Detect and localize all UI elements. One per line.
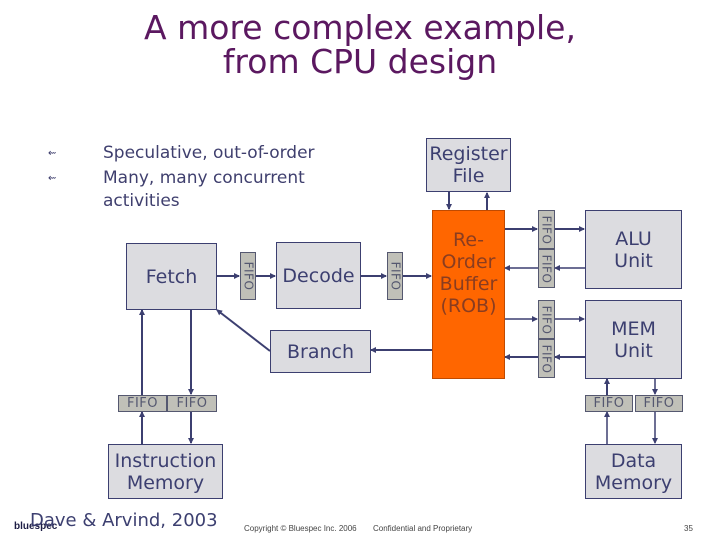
fifo-label: FIFO [241, 261, 256, 291]
copyright-notice: Copyright © Bluespec Inc. 2006 [244, 524, 357, 533]
bullet-item: ⇜ Speculative, out-of-order [48, 142, 378, 165]
fifo-imem-to-fetch: FIFO [118, 395, 167, 412]
branch-block: Branch [270, 330, 371, 373]
fifo-mem-to-rob: FIFO [538, 339, 555, 378]
slide-title-line-2: from CPU design [222, 42, 498, 81]
fifo-label: FIFO [539, 305, 554, 334]
instruction-memory-block: Instruction Memory [108, 444, 223, 499]
bullet-text-continued: activities [103, 191, 180, 211]
fifo-mem-to-dmem: FIFO [635, 395, 683, 412]
fifo-alu-to-rob: FIFO [538, 249, 555, 288]
register-file-block: Register File [426, 138, 511, 192]
confidential-notice: Confidential and Proprietary [373, 524, 473, 533]
mem-unit-block: MEM Unit [585, 300, 682, 379]
fifo-fetch-to-imem: FIFO [167, 395, 217, 412]
alu-unit-block: ALU Unit [585, 210, 682, 289]
attribution: Dave & Arvind, 2003 [30, 510, 218, 531]
bullet-text: Many, many concurrent [103, 168, 305, 188]
fifo-dmem-to-mem: FIFO [585, 395, 633, 412]
fifo-label: FIFO [539, 254, 554, 283]
bullet-item: ⇜ Many, many concurrent activities [48, 167, 378, 213]
fifo-fetch-decode: FIFO [240, 252, 256, 300]
decode-block: Decode [276, 242, 361, 309]
fifo-label: FIFO [539, 344, 554, 373]
arrow-bullet-icon: ⇜ [48, 148, 57, 159]
fifo-label: FIFO [539, 215, 554, 244]
bullet-text: Speculative, out-of-order [103, 143, 315, 163]
bullet-list: ⇜ Speculative, out-of-order ⇜ Many, many… [48, 142, 378, 213]
fifo-label: FIFO [176, 396, 208, 411]
fifo-label: FIFO [126, 396, 159, 411]
fifo-label: FIFO [643, 396, 675, 411]
bluespec-logo: bluespec [14, 521, 58, 532]
fifo-decode-rob: FIFO [387, 252, 403, 300]
page-number: 35 [684, 524, 693, 533]
arrow-bullet-icon: ⇜ [48, 173, 57, 184]
slide-title-line-1: A more complex example, [144, 8, 576, 47]
fifo-label: FIFO [593, 396, 625, 411]
data-memory-block: Data Memory [585, 444, 682, 499]
fifo-rob-to-alu: FIFO [538, 210, 555, 249]
fifo-label: FIFO [388, 261, 403, 291]
fifo-rob-to-mem: FIFO [538, 300, 555, 339]
wire-branch-to-fetch [216, 309, 271, 352]
fetch-block: Fetch [126, 243, 217, 310]
reorder-buffer-block: Re- Order Buffer (ROB) [432, 210, 505, 379]
